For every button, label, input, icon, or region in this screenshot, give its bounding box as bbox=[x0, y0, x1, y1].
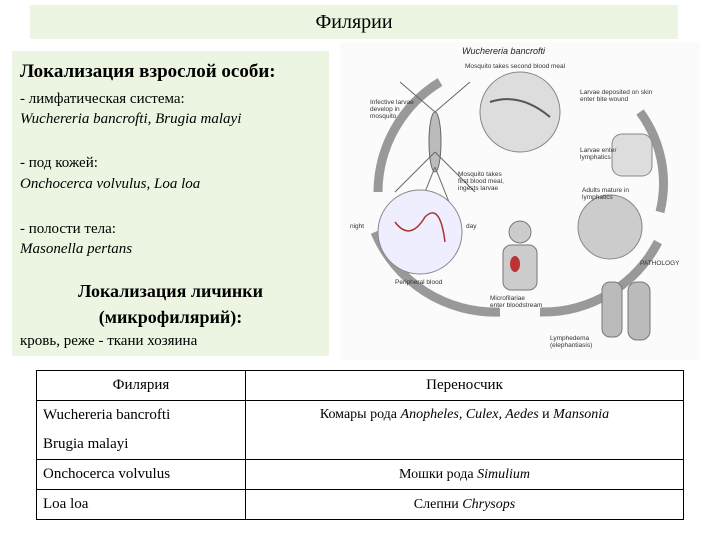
label-mosquito-first-1: Mosquito takes bbox=[458, 171, 502, 178]
localization-panel bbox=[12, 51, 329, 356]
vector-cell: Слепни Chrysops bbox=[245, 489, 684, 520]
larva-localization-text: кровь, реже - ткани хозяина bbox=[20, 333, 198, 349]
label-adults-2: lymphatics bbox=[582, 194, 613, 201]
group-place-lymph: - лимфатическая система: bbox=[20, 91, 185, 107]
label-lymphedema-2: (elephantiasis) bbox=[550, 342, 592, 349]
life-cycle-diagram: Wuchereria bancrofti Mosquito takes seco… bbox=[340, 42, 700, 360]
filaria-vector-table: Филярия Переносчик Wuchereria bancrofti … bbox=[36, 370, 684, 520]
group-species-cavity: Masonella pertans bbox=[20, 241, 133, 257]
table-row: Wuchereria bancrofti Комары рода Anophel… bbox=[36, 400, 684, 430]
cycle-arrow-top bbox=[373, 78, 443, 193]
label-mosquito-first-3: ingests larvae bbox=[458, 185, 498, 192]
species-cell: Wuchereria bancrofti bbox=[36, 400, 246, 430]
label-adults-1: Adults mature in bbox=[582, 187, 629, 194]
cycle-arrow-right bbox=[636, 109, 668, 214]
label-peripheral: Peripheral blood bbox=[395, 279, 443, 286]
vector-cell: Мошки рода Simulium bbox=[245, 459, 684, 490]
species-cell: Loa loa bbox=[36, 489, 246, 520]
label-infective-2: develop in bbox=[370, 106, 400, 113]
label-infective-3: mosquito bbox=[370, 113, 397, 120]
label-night: night bbox=[350, 223, 364, 230]
larva-heading-line1: Локализация личинки bbox=[77, 281, 263, 301]
slide-title: Филярии bbox=[30, 5, 678, 39]
label-pathology: PATHOLOGY bbox=[640, 260, 680, 267]
groin-illustration bbox=[611, 133, 653, 177]
table-row: Brugia malayi bbox=[36, 430, 684, 460]
header-vector: Переносчик bbox=[245, 370, 684, 401]
microfilaria-icon bbox=[394, 212, 446, 243]
table-row: Onchocerca volvulus Мошки рода Simulium bbox=[36, 459, 684, 490]
peripheral-blood-image bbox=[377, 189, 463, 275]
elephantiasis-legs-illustration bbox=[601, 281, 651, 341]
group-species-skin: Onchocerca volvulus, Loa loa bbox=[20, 176, 201, 192]
table-header-row: Филярия Переносчик bbox=[36, 370, 684, 401]
adult-localization-heading: Локализация взрослой особи: bbox=[20, 61, 276, 82]
group-place-skin: - под кожей: bbox=[20, 155, 98, 171]
larva-heading-line2: (микрофилярий): bbox=[98, 307, 243, 327]
species-cell: Brugia malayi bbox=[36, 430, 246, 460]
label-larvae-lymph-1: Larvae enter bbox=[580, 147, 617, 154]
label-larvae-deposited-1: Larvae deposited on skin bbox=[580, 89, 653, 96]
table-row: Loa loa Слепни Chrysops bbox=[36, 489, 684, 520]
slide-title-text: Филярии bbox=[315, 10, 393, 33]
group-species-lymph: Wuchereria bancrofti, Brugia malayi bbox=[20, 111, 242, 127]
larva-localization-heading: Локализация личинки (микрофилярий): bbox=[12, 278, 329, 330]
lymphatics-image bbox=[577, 194, 643, 260]
label-microfilariae-2: enter bloodstream bbox=[490, 302, 542, 309]
label-microfilariae-1: Microfilariae bbox=[490, 295, 525, 302]
label-lymphedema-1: Lymphedema bbox=[550, 335, 590, 342]
species-cell: Onchocerca volvulus bbox=[36, 459, 246, 490]
label-mosquito-second: Mosquito takes second blood meal bbox=[465, 63, 566, 70]
label-larvae-lymph-2: lymphatics bbox=[580, 154, 611, 161]
vector-cell: Комары рода Anopheles, Culex, Aedes и Ma… bbox=[319, 407, 610, 422]
group-place-cavity: - полости тела: bbox=[20, 221, 116, 237]
bite-circle-image bbox=[479, 71, 561, 153]
mosquito-icon bbox=[489, 98, 551, 118]
diagram-title: Wuchereria bancrofti bbox=[462, 46, 546, 56]
label-larvae-deposited-2: enter bite wound bbox=[580, 96, 628, 103]
human-torso-illustration bbox=[502, 220, 538, 291]
mosquito-illustration bbox=[394, 81, 476, 218]
header-filaria: Филярия bbox=[36, 370, 246, 401]
label-mosquito-first-2: first blood meal, bbox=[458, 178, 504, 185]
label-day: day bbox=[466, 223, 477, 230]
label-infective-1: Infective larvae bbox=[370, 99, 414, 106]
